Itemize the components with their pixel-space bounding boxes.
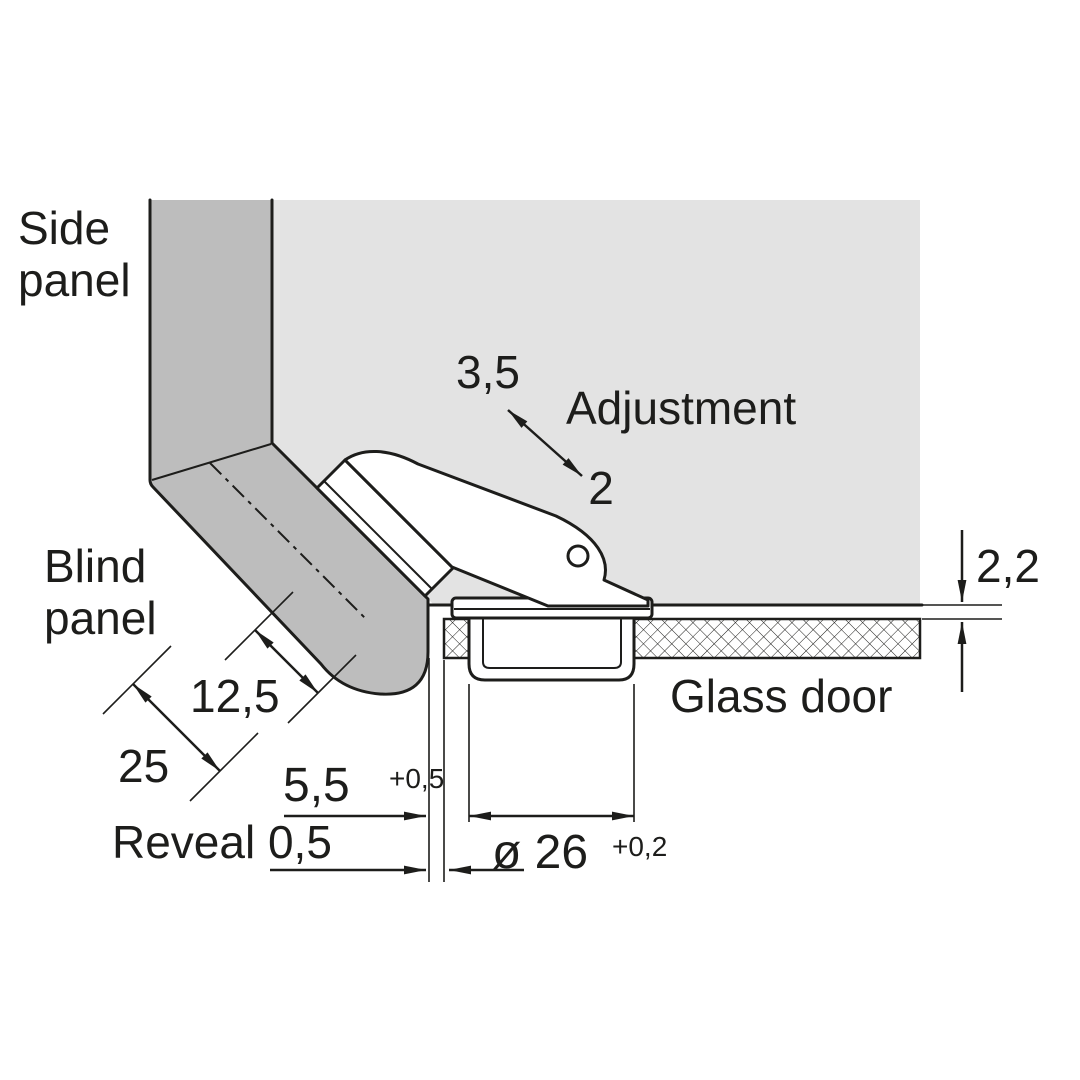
cup-inner-wall-line <box>482 618 622 669</box>
panel-thickness-arrow <box>132 683 221 772</box>
cup-diameter-value: ø 26 <box>492 826 588 879</box>
center-axis-line <box>209 462 369 622</box>
side-panel-label-line1: Side <box>18 202 110 254</box>
panel-thickness-ext-2 <box>189 732 259 802</box>
adjustment-min-value: 2 <box>588 462 614 514</box>
side-blind-panel-shape <box>150 200 428 695</box>
adjustment-max-value: 3,5 <box>456 346 520 398</box>
blind-panel-label-line2: panel <box>44 592 157 644</box>
center-distance-ext-1 <box>224 591 294 661</box>
side-panel-label-line2: panel <box>18 254 131 306</box>
panel-bend-line <box>151 443 272 481</box>
cup-diameter-tolerance: +0,2 <box>612 831 667 862</box>
hinge-pivot-hole <box>566 544 590 568</box>
edge-distance-tolerance: +0,5 <box>389 763 444 794</box>
adjustment-label: Adjustment <box>566 382 796 434</box>
plate-inner-line <box>323 480 433 590</box>
center-distance-ext-2 <box>287 654 357 724</box>
center-distance-arrow <box>254 629 319 694</box>
adjustment-arrow <box>507 409 583 477</box>
glass-door-label: Glass door <box>670 670 892 722</box>
overlay-gap-value: 2,2 <box>976 540 1040 592</box>
panel-thickness-value: 25 <box>118 740 169 792</box>
edge-distance-value: 5,5 <box>283 759 350 812</box>
panel-thickness-ext-1 <box>102 645 172 715</box>
reveal-label: Reveal 0,5 <box>112 816 332 868</box>
panel-outline <box>148 198 430 696</box>
center-distance-value: 12,5 <box>190 670 280 722</box>
blind-panel-label-line1: Blind <box>44 540 146 592</box>
hinge-arm <box>343 449 650 608</box>
hinge-cup-body <box>467 616 636 682</box>
